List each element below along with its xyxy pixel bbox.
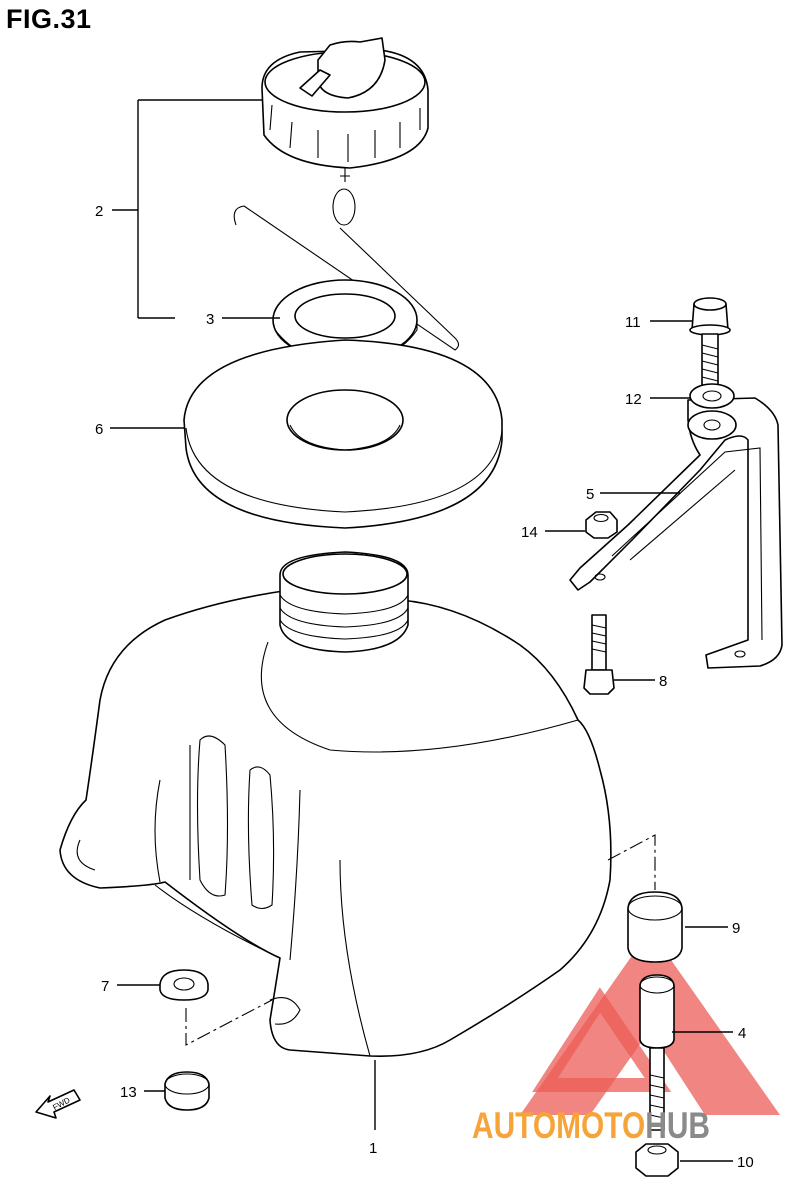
callout-4: 4	[738, 1025, 746, 1042]
nut-14	[585, 511, 618, 539]
watermark-text-hub: HUB	[645, 1105, 710, 1146]
callout-10: 10	[737, 1154, 754, 1171]
callout-7: 7	[101, 978, 109, 995]
cap-gasket	[272, 279, 418, 365]
watermark-triangle-inner	[532, 987, 672, 1092]
bolt-8	[583, 614, 615, 695]
watermark-logo-text: AUTOMOTOHUB	[472, 1105, 710, 1146]
watermark-text-automoto: AUTOMOTO	[472, 1105, 645, 1146]
washer-7	[159, 969, 209, 1001]
nut-10	[635, 1143, 679, 1177]
callout-9: 9	[732, 920, 740, 937]
callout-12: 12	[625, 391, 642, 408]
tank-bracket	[569, 397, 783, 669]
callout-11: 11	[625, 314, 641, 331]
fuel-tank	[59, 551, 612, 1057]
callout-14: 14	[521, 524, 538, 541]
callout-labels: 2 3 6 11 12 5 14 8 9 4 10 7 13 1	[95, 203, 754, 1171]
collar-4	[639, 974, 675, 1131]
svg-text:AUTOMOTOHUB: AUTOMOTOHUB	[472, 1105, 710, 1146]
bolt-11	[689, 297, 731, 389]
callout-13: 13	[120, 1084, 137, 1101]
leader-lines	[110, 99, 733, 1162]
tank-cushion	[183, 339, 503, 529]
callout-2: 2	[95, 203, 103, 220]
callout-1: 1	[369, 1140, 377, 1157]
fwd-direction-arrow: FWD	[35, 1089, 81, 1119]
cushion-13	[164, 1071, 210, 1111]
fuel-cap	[261, 37, 429, 182]
callout-3: 3	[206, 311, 214, 328]
cap-tether-wire	[233, 188, 460, 351]
callout-8: 8	[659, 673, 667, 690]
callout-5: 5	[586, 486, 594, 503]
figure-title: FIG.31	[6, 4, 92, 34]
cushion-9	[627, 891, 683, 963]
callout-6: 6	[95, 421, 103, 438]
washer-12	[689, 383, 735, 409]
